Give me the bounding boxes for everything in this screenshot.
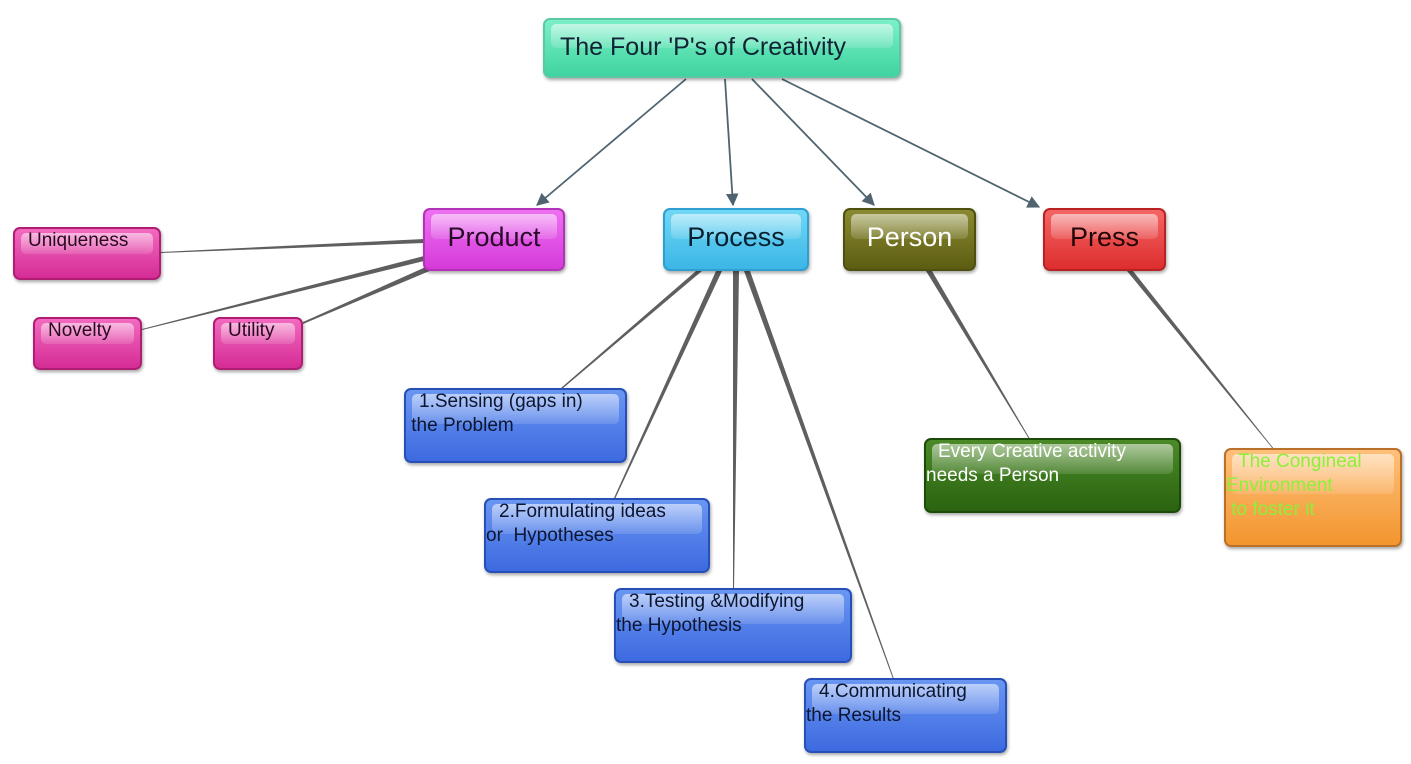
novelty-label: Novelty — [48, 320, 112, 341]
process-node[interactable]: Process — [663, 208, 809, 271]
process-label: Process — [687, 222, 785, 252]
product-label: Product — [447, 222, 541, 252]
utility-label: Utility — [228, 320, 275, 341]
root-label: The Four 'P's of Creativity — [560, 33, 847, 61]
press-node[interactable]: Press — [1043, 208, 1166, 271]
link-press-detail — [1127, 271, 1274, 449]
press-label: Press — [1069, 222, 1140, 252]
person-detail-label: Every Creative activity needs a Person — [926, 441, 1126, 486]
process-step-3-node[interactable]: 3.Testing &Modifying the Hypothesis — [614, 588, 852, 663]
uniqueness-label: Uniqueness — [28, 230, 129, 251]
arrow-root-to-product — [536, 78, 687, 206]
novelty-node[interactable]: Novelty — [33, 317, 142, 370]
link-process-step1 — [561, 271, 702, 389]
product-node[interactable]: Product — [423, 208, 565, 271]
link-product-novelty — [142, 256, 424, 330]
root-node[interactable]: The Four 'P's of Creativity — [543, 18, 901, 78]
utility-node[interactable]: Utility — [213, 317, 303, 370]
process-step-2-node[interactable]: 2.Formulating ideas or Hypotheses — [484, 498, 710, 573]
arrow-root-to-person — [751, 78, 875, 206]
uniqueness-node[interactable]: Uniqueness — [13, 227, 161, 280]
process-step-1-node[interactable]: 1.Sensing (gaps in) the Problem — [404, 388, 627, 463]
link-process-step2 — [614, 271, 722, 499]
person-detail-node[interactable]: Every Creative activity needs a Person — [924, 438, 1181, 513]
link-process-step4 — [744, 271, 894, 679]
link-person-detail — [926, 271, 1030, 439]
process-step-1-label: 1.Sensing (gaps in) the Problem — [411, 391, 583, 436]
process-step-3-label: 3.Testing &Modifying the Hypothesis — [616, 591, 805, 636]
person-node[interactable]: Person — [843, 208, 976, 271]
process-step-4-label: 4.Communicating the Results — [806, 681, 967, 726]
press-detail-label: The Congineal Environment to foster it — [1226, 451, 1362, 520]
press-detail-node[interactable]: The Congineal Environment to foster it — [1224, 448, 1402, 547]
arrow-root-to-process — [724, 78, 739, 207]
link-product-uniqueness — [161, 239, 424, 253]
process-step-4-node[interactable]: 4.Communicating the Results — [804, 678, 1007, 753]
arrow-root-to-press — [781, 78, 1041, 208]
link-product-utility — [303, 266, 432, 324]
link-process-step3 — [733, 271, 739, 589]
process-step-2-label: 2.Formulating ideas or Hypotheses — [486, 501, 666, 546]
person-label: Person — [866, 222, 953, 252]
